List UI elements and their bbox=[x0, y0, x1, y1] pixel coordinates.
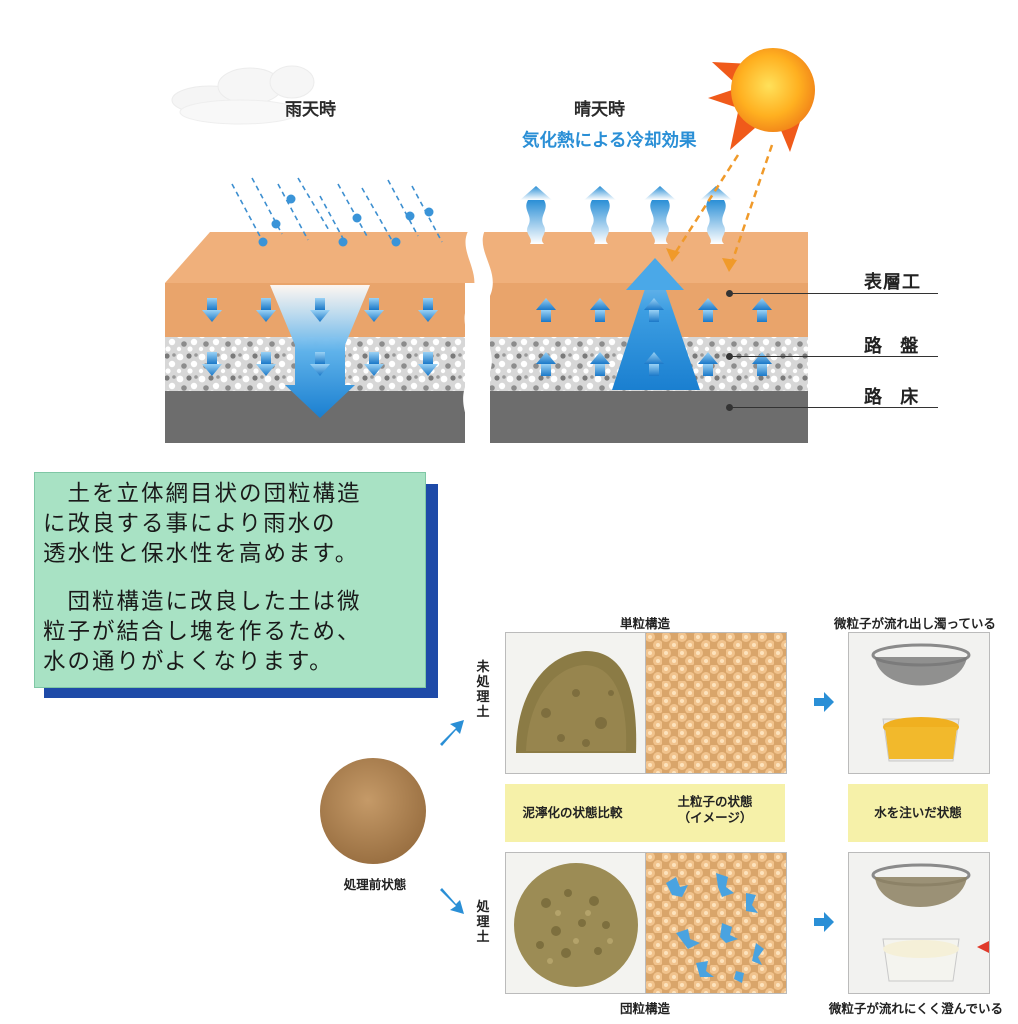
arrow-right-icon-2 bbox=[814, 912, 834, 932]
treated-soil-photo-closeup bbox=[505, 852, 647, 994]
small-up-arrows bbox=[536, 298, 772, 376]
untreated-soil-photo-closeup bbox=[505, 632, 647, 774]
base-callout-dot bbox=[726, 353, 733, 360]
arrow-to-treated-icon bbox=[440, 888, 464, 914]
rain-drop-heads bbox=[258, 194, 434, 247]
sun-icon bbox=[708, 48, 815, 152]
rain-label: 雨天時 bbox=[285, 100, 336, 120]
subgrade-callout-line bbox=[730, 407, 938, 408]
surface-layer-label: 表層工 bbox=[864, 272, 921, 293]
surface-callout-dot bbox=[726, 290, 733, 297]
turbid-water-photo bbox=[848, 632, 990, 774]
right-label-band bbox=[848, 784, 988, 842]
arrow-right-icon bbox=[814, 692, 834, 712]
aggregate-structure-label: 団粒構造 bbox=[619, 1001, 670, 1016]
particle-state-label: 土粒子の状態 （イメージ） bbox=[677, 794, 753, 825]
turbid-result-label: 微粒子が流れ出し濁っている bbox=[834, 616, 996, 631]
treated-soil-label: 処理土 bbox=[476, 900, 490, 945]
clear-water-photo bbox=[848, 852, 990, 994]
explanation-paragraph-1: 土を立体網目状の団粒構造 に改良する事により雨水の 透水性と保水性を高めます。 bbox=[43, 481, 362, 567]
cooling-effect-label: 気化熱による冷却効果 bbox=[522, 131, 697, 151]
cloud-icon bbox=[171, 65, 315, 125]
single-grain-label: 単粒構造 bbox=[619, 616, 670, 631]
evaporation-arrows bbox=[520, 186, 732, 244]
water-up-arrow bbox=[612, 258, 700, 390]
explanation-box: 土を立体網目状の団粒構造 に改良する事により雨水の 透水性と保水性を高めます。 … bbox=[34, 472, 426, 688]
base-callout-line bbox=[730, 356, 938, 357]
clear-result-label: 微粒子が流れにくく澄んでいる bbox=[828, 1001, 1004, 1016]
water-poured-label: 水を注いだ状態 bbox=[874, 805, 962, 820]
water-down-arrow bbox=[270, 285, 370, 418]
sunlight-rays bbox=[670, 144, 774, 269]
section-break bbox=[463, 225, 493, 455]
small-down-arrows bbox=[202, 298, 438, 376]
mud-comparison-label: 泥濘化の状態比較 bbox=[522, 805, 623, 820]
aggregate-structure-image bbox=[645, 852, 787, 994]
subgrade-layer-label: 路 床 bbox=[864, 387, 925, 408]
middle-label-band bbox=[505, 784, 785, 842]
single-grain-image bbox=[645, 632, 787, 774]
sunny-label: 晴天時 bbox=[574, 100, 625, 120]
base-layer-label: 路 盤 bbox=[864, 336, 925, 357]
subgrade-callout-dot bbox=[726, 404, 733, 411]
arrow-to-untreated-icon bbox=[440, 720, 464, 746]
surface-callout-line bbox=[730, 293, 938, 294]
explanation-paragraph-2: 団粒構造に改良した土は微 粒子が結合し塊を作るため、 水の通りがよくなります。 bbox=[43, 589, 362, 675]
before-treatment-label: 処理前状態 bbox=[343, 877, 407, 892]
untreated-soil-label: 未処理土 bbox=[476, 660, 490, 720]
untreated-soil-photo bbox=[320, 758, 426, 864]
pavement-cross-section-diagram bbox=[165, 48, 815, 455]
